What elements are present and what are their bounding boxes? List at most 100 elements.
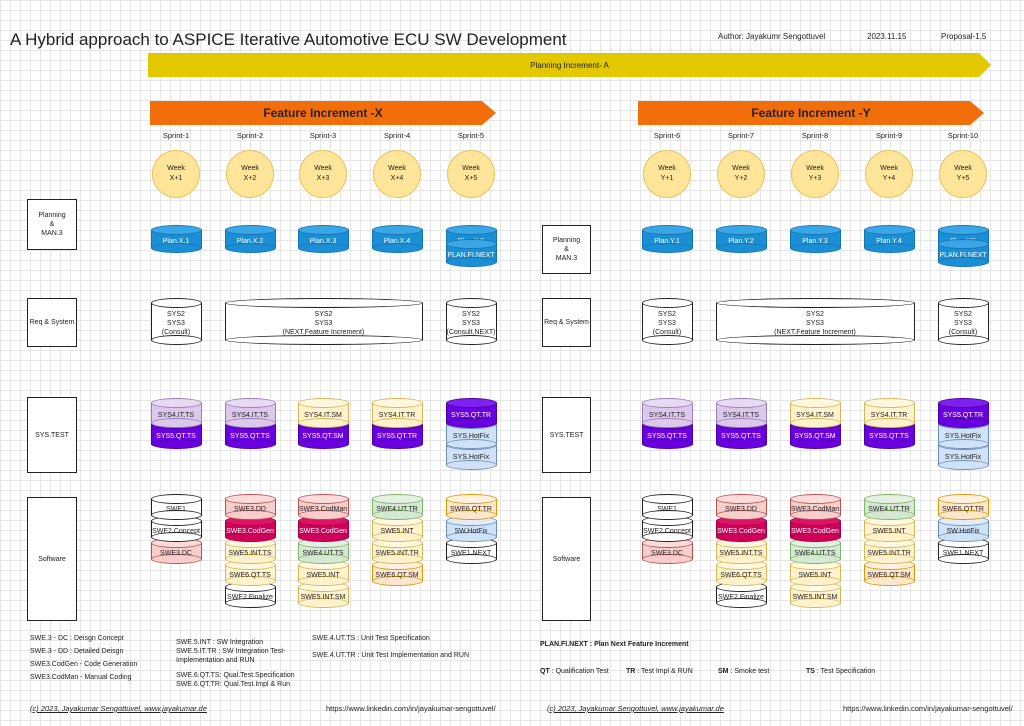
cylinder-label: Plan.Y.1 <box>642 229 693 253</box>
cylinder-top <box>371 225 423 235</box>
cylinder-label: SWE2.Concept <box>642 520 693 542</box>
cylinder-bottom <box>445 257 497 267</box>
footer-url-right[interactable]: https://www.linkedin.com/in/jayakumar-se… <box>843 704 1013 713</box>
cylinder-label: SWE6.QT.SM <box>372 564 423 586</box>
cylinder-text: SYS2 <box>314 311 333 318</box>
week-text: X+4 <box>390 175 404 182</box>
feature-increment-banner: Feature Increment -X <box>150 101 496 125</box>
week-text: Y+2 <box>734 175 748 182</box>
cylinder-text: SWE6.QT.TR <box>941 505 984 513</box>
cylinder-bottom <box>863 439 915 449</box>
cylinder-bottom <box>937 439 989 449</box>
cylinder-text: SYS3 <box>462 320 480 327</box>
cylinder-text: SWE6.QT.TR <box>449 505 492 513</box>
week-text: Week <box>954 165 972 172</box>
cylinder-text: SWE3.CodMan <box>298 505 348 513</box>
cylinder-bottom <box>715 510 767 520</box>
abbrev-qt: QT : Qualification Test <box>540 667 609 676</box>
week-text: X+3 <box>316 175 330 182</box>
cylinder-bottom <box>937 418 989 428</box>
cylinder-text: SWE5.INT <box>798 571 832 579</box>
cylinder-label: SYS5.QT.TS <box>225 423 276 449</box>
cylinder-top <box>789 494 841 504</box>
cylinder-label: SYS4.IT.TS <box>716 402 767 428</box>
software-cylinder: SWE4.UT.TR <box>371 494 423 520</box>
cylinder-text: SYS4.IT.TS <box>231 411 269 419</box>
footer-url-left[interactable]: https://www.linkedin.com/in/jayakumar-se… <box>326 704 496 713</box>
cylinder-top <box>789 398 841 408</box>
week-text: Week <box>658 165 676 172</box>
cylinder-bottom <box>224 598 276 608</box>
cylinder-top <box>224 398 276 408</box>
software-cylinder: SWE1 <box>150 494 202 520</box>
cylinder-top <box>641 225 693 235</box>
cylinder-text: SWE1.NEXT <box>942 549 984 557</box>
cylinder-label: SWE5.INT.TS <box>225 542 276 564</box>
plan-cylinder: Plan.Y.2 <box>715 225 767 253</box>
cylinder-bottom <box>224 576 276 586</box>
cylinder-label: SWE2.Finalize <box>716 586 767 608</box>
feature-increment-banner: Feature Increment -Y <box>638 101 984 125</box>
software-cylinder: SWE3.DC <box>150 538 202 564</box>
cylinder-label: SWE3.CodGen <box>298 520 349 542</box>
cylinder-text: SYS2 <box>658 311 676 318</box>
cylinder-bottom <box>224 335 423 345</box>
sprint-label: Sprint-6 <box>653 131 681 140</box>
cylinder-body <box>224 303 423 340</box>
plan-cylinder: Plan.Y.3 <box>789 225 841 253</box>
cylinder-text: SYS5.QT.SM <box>302 432 344 440</box>
week-text: X+5 <box>464 175 478 182</box>
cylinder-top <box>937 298 989 308</box>
cylinder-text: PLAN.FI.NEXT <box>939 251 987 259</box>
cylinder-text: SWE1.NEXT <box>450 549 492 557</box>
cylinder-label: SWE4.UT.TR <box>372 498 423 520</box>
cylinder-bottom <box>150 335 202 345</box>
week-text: Y+1 <box>660 175 674 182</box>
cylinder-bottom <box>445 460 497 470</box>
cylinder-text: SWE4.UT.TR <box>376 505 418 513</box>
cylinder-bottom <box>863 418 915 428</box>
cylinder-label: SWE3.CodMan <box>298 498 349 520</box>
software-cylinder: SWE4.UT.TR <box>863 494 915 520</box>
cylinder-text: SWE3.CodGen <box>717 527 765 535</box>
week-text: X+1 <box>169 175 183 182</box>
software-cylinder: SWE5.INT.SM <box>297 582 349 608</box>
legend-item: SWE.4.UT.TR : Unit Test Implementation a… <box>312 652 470 659</box>
cylinder-text: SWE5.INT.TR <box>375 549 419 557</box>
cylinder-top <box>715 494 767 504</box>
cylinder-label: SYS5.QT.SM <box>790 423 841 449</box>
cylinder-text: SWE3.DD <box>234 505 266 513</box>
cylinder-text: SYS3 <box>658 320 676 327</box>
cylinder-text: SWE2.Finalize <box>718 593 764 601</box>
cylinder-bottom <box>641 510 693 520</box>
cylinder-text: SYS5.QT.TR <box>450 411 492 419</box>
cylinder-text: SWE3.CodGen <box>226 527 274 535</box>
row-label-text: SYS.TEST <box>550 431 584 440</box>
cylinder-text: Plan.X.4 <box>383 237 411 245</box>
cylinder-bottom <box>715 532 767 542</box>
software-cylinder: SWE3.CodGen <box>224 516 276 542</box>
plan-cylinder: Plan.X.3 <box>297 225 349 253</box>
software-cylinder: SWE6.QT.TR <box>445 494 497 520</box>
cylinder-text: (NEXT.Feature Increment) <box>282 329 365 336</box>
cylinder-label: SWE5.INT <box>298 564 349 586</box>
cylinder-label: SYS4.IT.SM <box>298 402 349 428</box>
cylinder-text: SWE6.QT.TS <box>229 571 271 579</box>
plan-cylinder: Plan.X.4 <box>371 225 423 253</box>
legend-plan-next: PLAN.FI.NEXT : Plan Next Feature Increme… <box>540 640 689 649</box>
footer-copyright-right[interactable]: (c) 2023, Jayakumar Sengottuvel, www.jay… <box>547 704 724 713</box>
footer-copyright-left[interactable]: (c) 2023, Jayakumar Sengottuvel, www.jay… <box>30 704 207 713</box>
cylinder-label: Plan.X.2 <box>225 229 276 253</box>
cylinder-top <box>297 494 349 504</box>
cylinder-bottom <box>224 243 276 253</box>
cylinder-bottom <box>937 554 989 564</box>
cylinder-text: SWE5.INT.SM <box>300 593 346 601</box>
cylinder-top <box>445 239 497 249</box>
cylinder-text: (Consult.NEXT) <box>446 329 496 336</box>
cylinder-text: SWE2.Concept <box>152 527 200 535</box>
cylinder-text: SYS4.IT.SM <box>796 411 834 419</box>
